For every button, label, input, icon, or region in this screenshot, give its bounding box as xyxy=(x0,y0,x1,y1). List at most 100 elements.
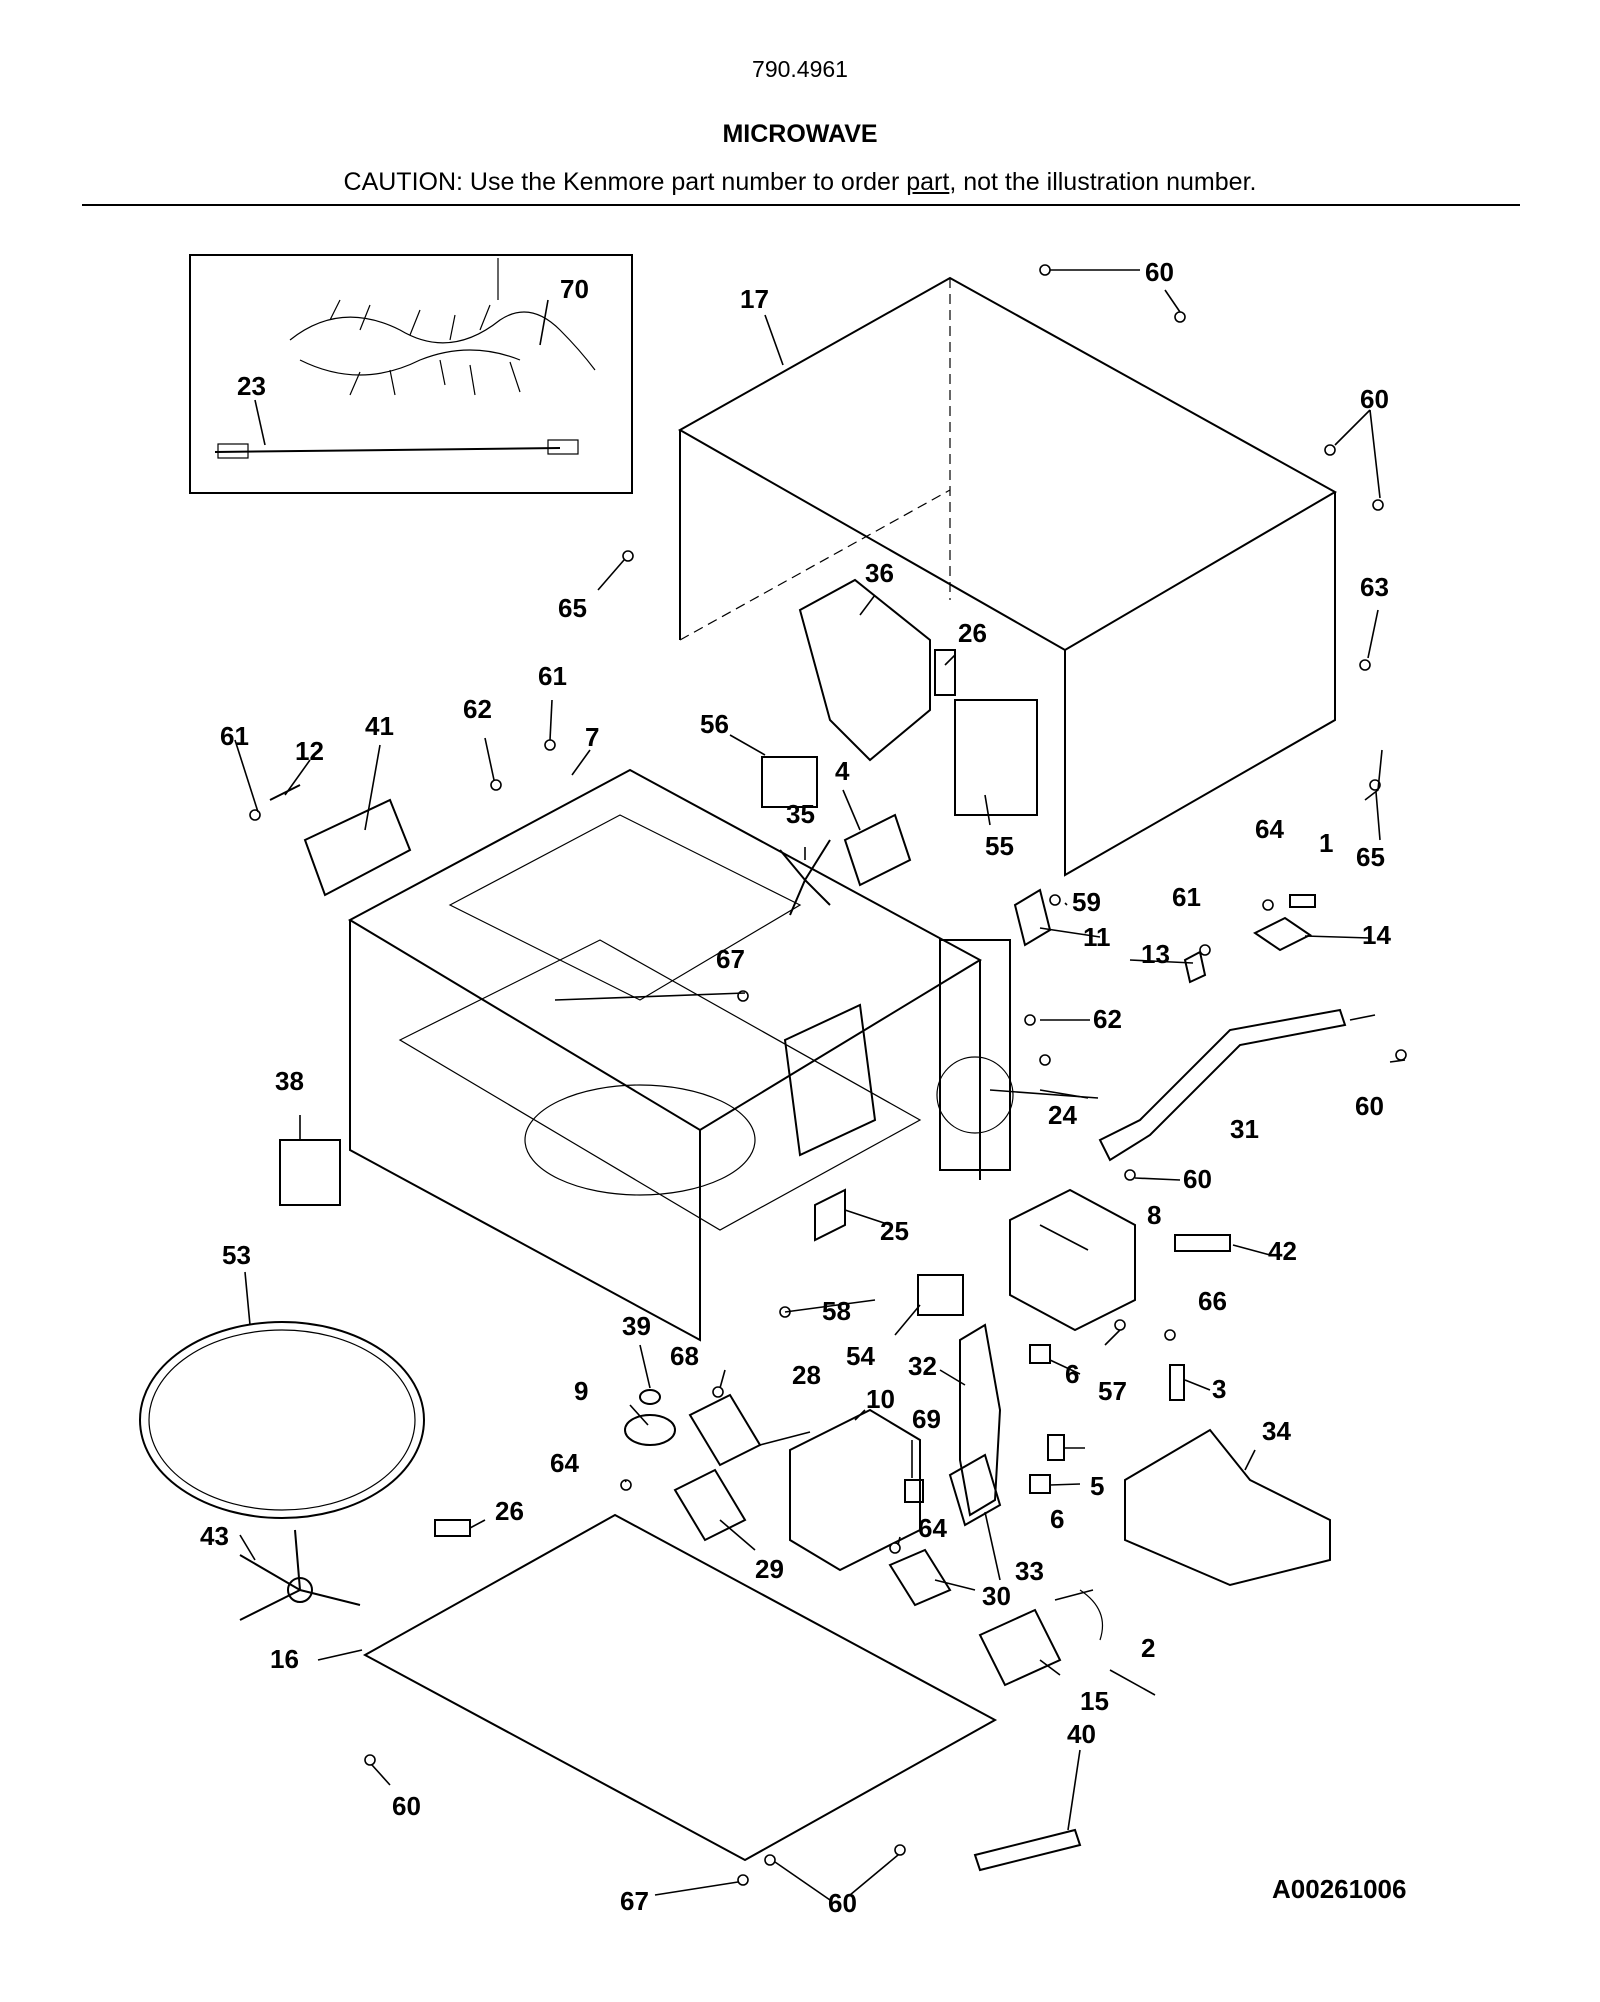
callout-17: 17 xyxy=(740,284,769,314)
coupler-ring xyxy=(639,1389,661,1405)
screws xyxy=(249,264,1407,1886)
screw-60-f xyxy=(1124,1169,1136,1181)
callout-65-right: 65 xyxy=(1356,842,1385,872)
ferrite-block-upper xyxy=(934,649,956,696)
cavity-top xyxy=(347,768,983,1132)
callout-12: 12 xyxy=(295,736,324,766)
switch-6-upper xyxy=(1029,1344,1051,1364)
cavity-floor-ring xyxy=(524,1084,756,1196)
board-28 xyxy=(688,1393,762,1467)
screw-63 xyxy=(1359,659,1371,671)
caution-text-start: CAUTION: Use the Kenmore part number to … xyxy=(343,168,907,196)
screw-60-c xyxy=(1324,444,1336,456)
callout-7: 7 xyxy=(585,722,599,752)
hv-transformer xyxy=(789,1408,921,1572)
roller-support xyxy=(239,1529,361,1621)
callout-69: 69 xyxy=(912,1404,941,1434)
callout-61-right: 61 xyxy=(1172,882,1201,912)
switch-5 xyxy=(1047,1434,1065,1461)
cover-56 xyxy=(761,756,818,808)
turntable-motor xyxy=(624,1414,676,1446)
screw-61-mid xyxy=(544,739,556,751)
callout-26-upper: 26 xyxy=(958,618,987,648)
callout-2: 2 xyxy=(1141,1633,1155,1663)
panel-38 xyxy=(279,1139,341,1206)
vent-duct xyxy=(1124,1428,1331,1587)
screw-60-g xyxy=(364,1754,376,1766)
callout-60-right: 60 xyxy=(1355,1091,1384,1121)
bracket-25 xyxy=(814,1188,846,1242)
screw-59 xyxy=(1049,894,1061,906)
air-duct xyxy=(798,578,931,762)
strip-40 xyxy=(973,1828,1082,1872)
fan-blade xyxy=(779,839,831,916)
callout-6-upper: 6 xyxy=(1065,1359,1079,1389)
switch-33 xyxy=(948,1453,1002,1527)
callout-8: 8 xyxy=(1147,1200,1161,1230)
callout-13: 13 xyxy=(1141,939,1170,969)
callout-70: 70 xyxy=(560,274,589,304)
callout-60-bottom-left: 60 xyxy=(392,1791,421,1821)
callout-labels: 1 2 3 4 5 6 6 7 8 9 10 11 12 13 14 15 16… xyxy=(200,257,1406,1918)
screw-57 xyxy=(1114,1319,1126,1331)
callout-39: 39 xyxy=(622,1311,651,1341)
capacitor xyxy=(978,1608,1062,1687)
caution-note: CAUTION: Use the Kenmore part number to … xyxy=(0,168,1600,197)
callout-60-mid: 60 xyxy=(1183,1164,1212,1194)
cavity-ceiling-recess xyxy=(448,814,802,1001)
callout-23: 23 xyxy=(237,371,266,401)
callout-64-top: 64 xyxy=(1255,814,1284,844)
screw-62-right-a xyxy=(1024,1014,1036,1026)
glass-tray-rim xyxy=(148,1329,416,1511)
door-switch-11 xyxy=(1013,888,1052,947)
callout-66: 66 xyxy=(1198,1286,1227,1316)
callout-3: 3 xyxy=(1212,1374,1226,1404)
fan-opening xyxy=(936,1056,1014,1134)
callout-55: 55 xyxy=(985,831,1014,861)
diode xyxy=(1169,1364,1185,1401)
screw-62-left xyxy=(490,779,502,791)
callout-6-lower: 6 xyxy=(1050,1504,1064,1534)
fan-motor xyxy=(843,813,912,887)
glass-tray xyxy=(139,1321,425,1519)
callout-4: 4 xyxy=(835,756,850,786)
callout-67-bottom: 67 xyxy=(620,1886,649,1916)
callout-9: 9 xyxy=(574,1376,588,1406)
callout-5: 5 xyxy=(1090,1471,1104,1501)
inset-frame xyxy=(189,254,633,494)
callout-34: 34 xyxy=(1262,1416,1291,1446)
callout-11: 11 xyxy=(1083,922,1111,952)
magnetron xyxy=(1009,1188,1136,1332)
clamp-30 xyxy=(888,1548,952,1607)
thermal-sensor xyxy=(269,784,301,801)
strip-42 xyxy=(1174,1234,1231,1252)
callout-16: 16 xyxy=(270,1644,299,1674)
control-board-14 xyxy=(1253,916,1312,952)
callout-54: 54 xyxy=(846,1341,875,1371)
screw-61-left xyxy=(249,809,261,821)
callout-24: 24 xyxy=(1048,1100,1077,1130)
screw-61-right xyxy=(1199,944,1211,956)
callout-30: 30 xyxy=(982,1581,1011,1611)
sensor-bracket xyxy=(303,798,412,897)
cavity-back xyxy=(699,960,981,1340)
callout-15: 15 xyxy=(1080,1686,1109,1716)
switch-6-lower xyxy=(1029,1474,1051,1494)
callout-68: 68 xyxy=(670,1341,699,1371)
roller-hub xyxy=(287,1577,313,1603)
callout-59: 59 xyxy=(1072,887,1101,917)
callout-60-top-b: 60 xyxy=(1360,384,1389,414)
callout-61-left: 61 xyxy=(220,721,249,751)
wire-harness xyxy=(289,258,596,396)
callout-56: 56 xyxy=(700,709,729,739)
screw-68 xyxy=(712,1386,724,1398)
drawing-code: A00261006 xyxy=(1272,1874,1406,1904)
callout-62-right: 62 xyxy=(1093,1004,1122,1034)
vent-grille xyxy=(939,939,1011,1171)
fuse-1 xyxy=(1289,894,1316,908)
screw-64-low xyxy=(889,1542,901,1554)
cavity-front xyxy=(349,920,701,1342)
callout-10: 10 xyxy=(866,1384,895,1414)
cord-plug-right xyxy=(547,439,579,455)
page-title: MICROWAVE xyxy=(722,120,878,148)
